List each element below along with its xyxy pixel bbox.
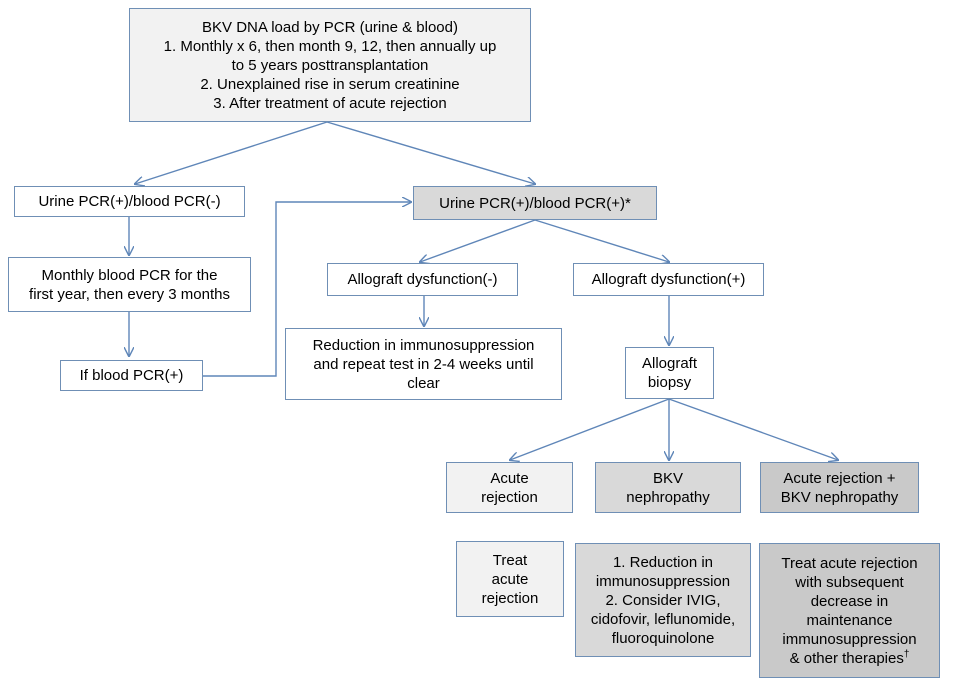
allograft-dysfunction-pos-box: Allograft dysfunction(+) bbox=[573, 263, 764, 296]
acute-rejection-bkv-nephropathy-box: Acute rejection + BKV nephropathy bbox=[760, 462, 919, 513]
allograft-biopsy-box: Allograft biopsy bbox=[625, 347, 714, 399]
if-blood-pcr-pos-box: If blood PCR(+) bbox=[60, 360, 203, 391]
combined-treatment-box: Treat acute rejection with subsequent de… bbox=[759, 543, 940, 678]
monthly-blood-pcr-box: Monthly blood PCR for the first year, th… bbox=[8, 257, 251, 312]
bkv-nephropathy-box: BKV nephropathy bbox=[595, 462, 741, 513]
treat-acute-rejection-box: Treat acute rejection bbox=[456, 541, 564, 617]
screening-box: BKV DNA load by PCR (urine & blood) 1. M… bbox=[129, 8, 531, 122]
arrow-top-to-right bbox=[326, 121, 535, 184]
urine-pos-blood-pos-box: Urine PCR(+)/blood PCR(+)* bbox=[413, 186, 657, 220]
arrow-right-to-dyspos bbox=[534, 219, 669, 262]
urine-pos-blood-neg-box: Urine PCR(+)/blood PCR(-) bbox=[14, 186, 245, 217]
arrow-right-to-dysneg bbox=[420, 219, 536, 262]
allograft-dysfunction-neg-box: Allograft dysfunction(-) bbox=[327, 263, 518, 296]
arrow-biopsy-to-combined bbox=[668, 398, 838, 460]
acute-rejection-box: Acute rejection bbox=[446, 462, 573, 513]
reduction-immunosuppression-box: Reduction in immunosuppression and repea… bbox=[285, 328, 562, 400]
arrow-biopsy-to-acute bbox=[510, 398, 670, 460]
arrow-ifblood-to-right bbox=[203, 202, 411, 377]
dagger-footnote-mark: † bbox=[903, 648, 910, 660]
arrow-top-to-left bbox=[135, 121, 328, 184]
bkv-treatment-box: 1. Reduction in immunosuppression 2. Con… bbox=[575, 543, 751, 657]
